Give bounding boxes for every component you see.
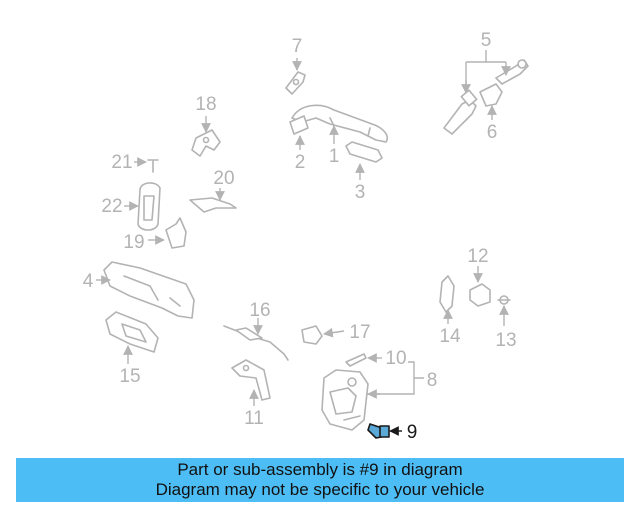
callout-19: 19 <box>123 232 144 253</box>
callout-6: 6 <box>487 122 498 143</box>
callout-16: 16 <box>249 300 270 321</box>
callout-9: 9 <box>407 422 418 443</box>
part-10-rod <box>345 353 367 367</box>
callout-8: 8 <box>427 370 438 391</box>
callout-15: 15 <box>119 366 140 387</box>
leader-5 <box>465 50 507 92</box>
parts-diagram: 7 1 2 3 5 6 18 21 22 20 19 4 15 16 17 11… <box>83 30 529 443</box>
part-14-shim <box>439 275 455 313</box>
callout-5: 5 <box>481 30 492 51</box>
callout-4: 4 <box>83 271 94 292</box>
banner-line-2: Diagram may not be specific to your vehi… <box>155 480 485 499</box>
callout-14: 14 <box>439 326 461 347</box>
part-22-inner-handle <box>137 182 161 231</box>
callout-17: 17 <box>349 322 370 343</box>
part-20-rod-clip <box>189 197 237 213</box>
part-12-striker <box>469 283 491 307</box>
banner-line-1: Part or sub-assembly is #9 in diagram <box>177 460 463 479</box>
part-7-bracket <box>285 71 306 95</box>
callout-3: 3 <box>355 182 366 203</box>
part-13-screw <box>497 295 511 305</box>
part-1-outer-handle <box>291 104 388 143</box>
part-19-lever <box>165 217 187 249</box>
callout-22: 22 <box>101 196 122 217</box>
part-2-pad <box>289 115 309 135</box>
leader-8 <box>366 361 424 395</box>
part-3-cover <box>345 141 383 163</box>
callout-1: 1 <box>329 146 340 167</box>
callout-11: 11 <box>244 408 264 429</box>
callout-12: 12 <box>467 246 488 267</box>
part-8-latch-assembly <box>321 369 369 431</box>
callout-2: 2 <box>295 152 306 173</box>
part-15-bezel <box>105 311 159 353</box>
part-16-rod <box>223 325 289 361</box>
callout-18: 18 <box>195 94 216 115</box>
part-11-bracket <box>231 359 271 401</box>
callout-21: 21 <box>111 152 132 173</box>
part-21-pin <box>147 159 159 173</box>
leader-17 <box>323 327 345 338</box>
callout-20: 20 <box>213 168 234 189</box>
part-4-handle-bracket <box>103 261 195 319</box>
callout-7: 7 <box>292 36 303 57</box>
callout-10: 10 <box>385 348 406 369</box>
part-18-bracket <box>191 129 221 157</box>
part-17-clip <box>301 325 323 345</box>
info-banner: Part or sub-assembly is #9 in diagram Di… <box>16 458 624 502</box>
part-5-lock-cylinder <box>443 59 529 135</box>
part-9-bolt <box>367 423 390 439</box>
callout-13: 13 <box>495 330 516 351</box>
